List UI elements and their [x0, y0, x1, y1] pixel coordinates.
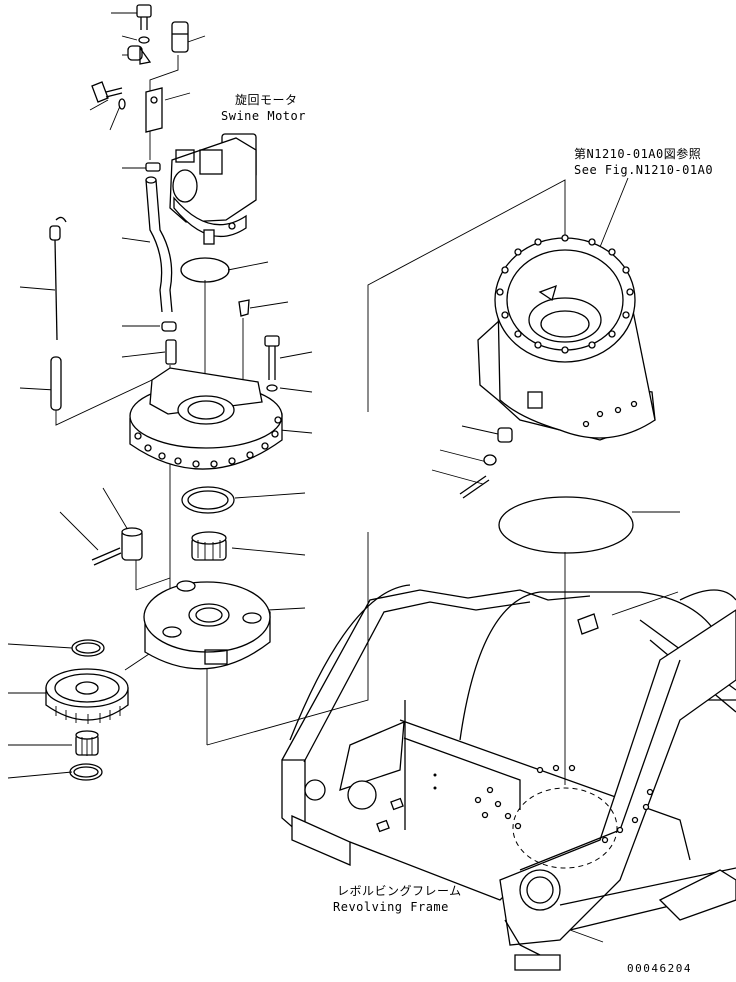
washer-hex — [266, 384, 278, 392]
carrier — [143, 580, 271, 670]
reference-label-en: See Fig.N1210-01A0 — [574, 163, 714, 177]
housing-fittings — [459, 427, 513, 499]
washer-top — [138, 36, 150, 44]
ring-lower-b — [69, 763, 103, 781]
revolving-frame — [281, 584, 736, 971]
planet-gear — [45, 668, 129, 724]
needle-bearing — [75, 730, 99, 756]
sensor-plug — [171, 21, 189, 53]
swing-circle-housing — [477, 234, 656, 441]
seal-ring — [498, 496, 634, 554]
dipstick — [49, 216, 67, 341]
pin — [91, 547, 122, 566]
small-block — [577, 613, 599, 635]
revolving-frame-label-jp: レボルビングフレーム — [337, 884, 462, 898]
o-ring-housing — [181, 486, 235, 514]
bolt-top — [136, 4, 152, 30]
revolving-frame-label-en: Revolving Frame — [333, 900, 449, 914]
angled-bolt — [91, 81, 123, 103]
dowel — [121, 527, 143, 561]
guide-pipe — [50, 356, 62, 411]
o-ring-motor — [180, 257, 230, 283]
hose-clip — [145, 162, 161, 172]
hose — [145, 176, 173, 313]
swing-motor-label-en: Swine Motor — [221, 109, 306, 123]
ring-lower-a — [71, 639, 105, 657]
leader-lines — [7, 12, 680, 943]
swing-circle-seat-hidden — [512, 787, 618, 869]
reference-label-jp: 第N1210-01A0図参照 — [574, 147, 702, 161]
washer-angled — [118, 98, 126, 110]
swing-motor-label-jp: 旋回モータ — [235, 93, 298, 107]
pinion-gear — [191, 531, 227, 561]
clamp-top — [127, 45, 152, 65]
bracket — [145, 87, 163, 133]
reduction-housing — [129, 367, 283, 470]
small-fittings — [161, 299, 250, 365]
hex-bolt — [264, 335, 280, 380]
swing-motor — [169, 133, 257, 245]
drawing-number: 00046204 — [627, 962, 692, 975]
